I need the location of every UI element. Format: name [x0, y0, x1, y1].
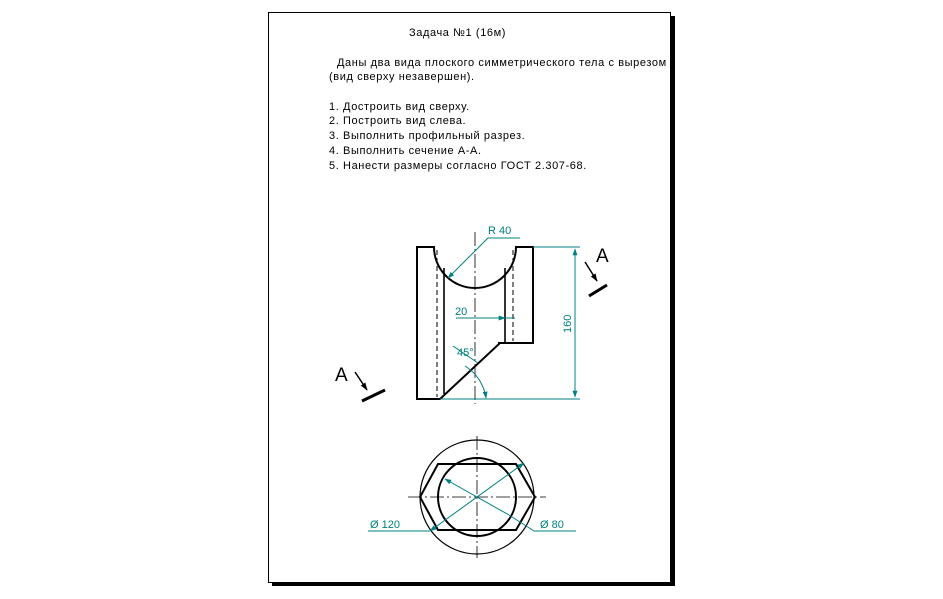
outer-diameter-label: Ø 120 [370, 519, 400, 531]
task-title: Задача №1 (16м) [409, 27, 506, 39]
intro-line-1: Даны два вида плоского симметрического т… [337, 57, 667, 69]
angle-arc [464, 365, 488, 399]
width-label: 20 [455, 306, 467, 318]
radius-leader [447, 237, 489, 279]
section-stroke-left [361, 388, 386, 403]
front-view-outline [416, 246, 534, 400]
intro-line-2: (вид сверху незавершен). [329, 71, 475, 83]
section-arrow-left [354, 371, 368, 391]
section-mark-right-label: A [596, 246, 609, 267]
inner-diameter-dim-line [444, 478, 510, 516]
section-mark-left: A [335, 365, 386, 403]
angle-label: 45° [457, 347, 474, 359]
radius-label: R 40 [488, 225, 511, 237]
height-label: 160 [562, 315, 574, 333]
front-dimensions: R 40 20 45° 160 [440, 225, 580, 400]
task-item-4: 4. Выполнить сечение А-А. [329, 145, 482, 157]
inner-diameter-label: Ø 80 [540, 519, 564, 531]
task-item-5: 5. Нанести размеры согласно ГОСТ 2.307-6… [329, 160, 587, 172]
top-dimensions: Ø 120 Ø 80 [368, 462, 576, 532]
section-mark-right: A [584, 246, 609, 298]
task-item-1: 1. Достроить вид сверху. [329, 101, 470, 113]
angle-leader [452, 345, 479, 364]
section-stroke-right [588, 283, 608, 298]
section-arrow-right [584, 261, 598, 282]
section-mark-left-label: A [335, 365, 348, 386]
front-view [416, 232, 534, 404]
task-item-2: 2. Построить вид слева. [329, 115, 466, 127]
task-item-3: 3. Выполнить профильный разрез. [329, 130, 525, 142]
inner-diameter-leader [508, 514, 535, 532]
